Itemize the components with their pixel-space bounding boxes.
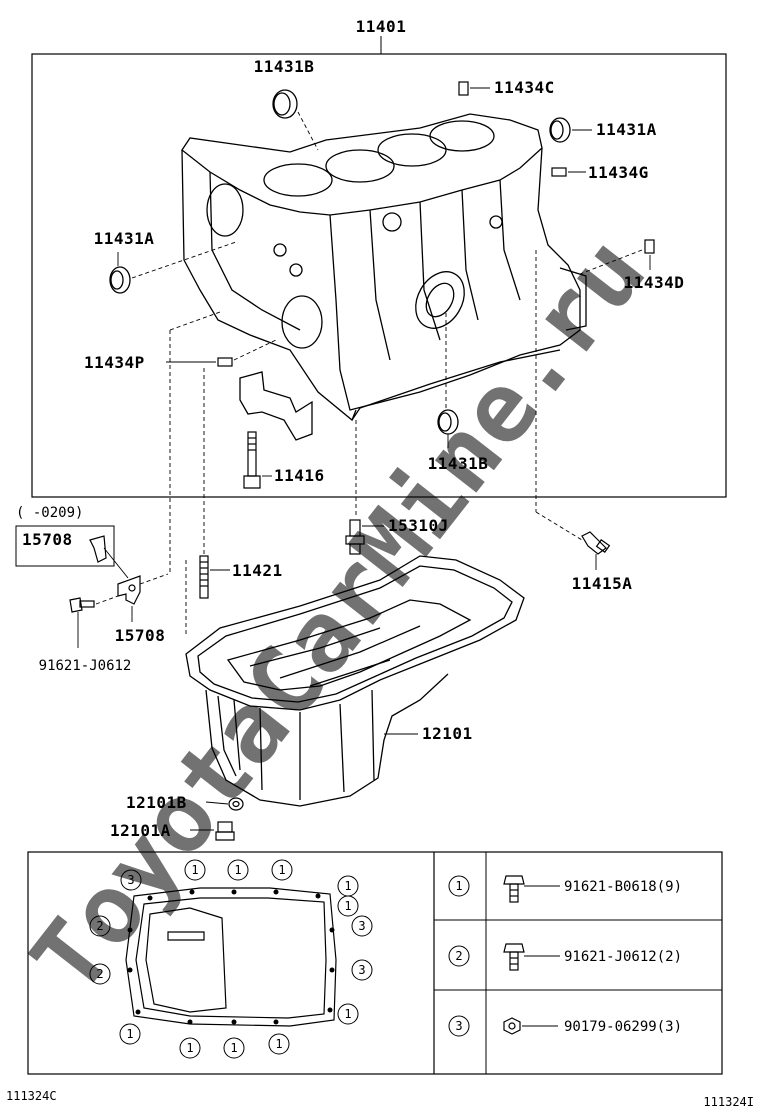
part-11415A[interactable] xyxy=(581,531,611,555)
pin-11434C[interactable] xyxy=(458,81,469,96)
code-left: 111324C xyxy=(6,1089,57,1103)
plug-11431A-left[interactable] xyxy=(109,266,131,294)
plug-12101A[interactable] xyxy=(215,821,235,841)
bracket-15708-box-drawing[interactable] xyxy=(89,535,107,563)
gasket-number-bottom-0: 1 xyxy=(179,1037,201,1059)
svg-text:2: 2 xyxy=(455,949,462,963)
svg-text:2: 2 xyxy=(96,967,103,981)
gasket-number-top-2: 1 xyxy=(227,859,249,881)
svg-text:1: 1 xyxy=(344,1007,351,1021)
bracket-15708[interactable] xyxy=(117,575,141,605)
code-right: 111324I xyxy=(703,1095,754,1109)
legend-part-2: 91621-J0612(2) xyxy=(564,949,682,965)
label-11434C[interactable]: 11434C xyxy=(494,78,555,97)
gasket-number-bottom-2: 1 xyxy=(268,1033,290,1055)
svg-text:1: 1 xyxy=(126,1027,133,1041)
label-11431A-left[interactable]: 11431A xyxy=(94,229,155,248)
svg-text:1: 1 xyxy=(191,863,198,877)
svg-text:1: 1 xyxy=(186,1041,193,1055)
svg-text:1: 1 xyxy=(275,1037,282,1051)
svg-text:1: 1 xyxy=(344,899,351,913)
bracket-box xyxy=(15,525,115,567)
legend-row-1[interactable]: 1 91621-B0618(9) xyxy=(448,875,682,903)
svg-text:1: 1 xyxy=(455,879,462,893)
pan-bolt-holes xyxy=(127,889,335,1025)
label-15310J[interactable]: 15310J xyxy=(388,516,449,535)
legend-part-1: 91621-B0618(9) xyxy=(564,879,682,895)
label-11415A[interactable]: 11415A xyxy=(572,574,633,593)
label-11431B-bottom[interactable]: 11431B xyxy=(428,454,489,473)
date-range: ( -0209) xyxy=(16,505,83,521)
svg-text:3: 3 xyxy=(455,1019,462,1033)
bolt-91621-J0612[interactable] xyxy=(69,597,95,613)
cylinder-block-drawing[interactable] xyxy=(181,113,587,441)
block-frame xyxy=(31,53,727,498)
oil-jet-15310J[interactable] xyxy=(345,519,365,555)
pin-11434G[interactable] xyxy=(551,167,567,177)
pan-flange-outline xyxy=(125,887,337,1027)
gasket-number-right-2: 3 xyxy=(351,959,373,981)
legend-part-3: 90179-06299(3) xyxy=(564,1019,682,1035)
label-91621-J0612[interactable]: 91621-J0612 xyxy=(39,658,132,674)
bolt-layout-box xyxy=(27,851,723,1075)
gasket-12101B[interactable] xyxy=(228,797,244,811)
bolt-flange-icon xyxy=(503,943,525,971)
gasket-number-left-2: 1 xyxy=(119,1023,141,1045)
pin-11434P[interactable] xyxy=(217,357,233,367)
label-15708[interactable]: 15708 xyxy=(115,626,166,645)
legend-row-3[interactable]: 3 90179-06299(3) xyxy=(448,1015,682,1037)
gasket-number-left-0: 2 xyxy=(89,915,111,937)
label-11421[interactable]: 11421 xyxy=(232,561,283,580)
label-11401[interactable]: 11401 xyxy=(356,17,407,36)
gasket-number-right-1: 3 xyxy=(351,915,373,937)
svg-text:1: 1 xyxy=(344,879,351,893)
svg-text:2: 2 xyxy=(96,919,103,933)
gasket-number-right-3: 1 xyxy=(337,1003,359,1025)
svg-text:3: 3 xyxy=(358,963,365,977)
label-11434P[interactable]: 11434P xyxy=(84,353,145,372)
legend-row-2[interactable]: 2 91621-J0612(2) xyxy=(448,943,682,971)
label-11434G[interactable]: 11434G xyxy=(588,163,649,182)
nut-icon xyxy=(503,1017,521,1035)
gasket-number-right-0: 1 xyxy=(337,895,359,917)
gasket-number-top-3: 1 xyxy=(271,859,293,881)
plug-11431A-right[interactable] xyxy=(549,117,571,143)
label-11431B-top[interactable]: 11431B xyxy=(254,57,315,76)
label-12101[interactable]: 12101 xyxy=(422,724,473,743)
stud-11421[interactable] xyxy=(199,555,209,599)
bolt-flange-icon xyxy=(503,875,525,903)
label-15708-box[interactable]: 15708 xyxy=(22,530,73,549)
plug-11431B-top[interactable] xyxy=(272,89,298,119)
gasket-number-top-0: 3 xyxy=(120,869,142,891)
label-11434D[interactable]: 11434D xyxy=(624,273,685,292)
bolt-11416[interactable] xyxy=(243,431,261,489)
gasket-number-top-1: 1 xyxy=(184,859,206,881)
pin-11434D[interactable] xyxy=(644,239,655,254)
svg-text:1: 1 xyxy=(230,1041,237,1055)
svg-text:3: 3 xyxy=(358,919,365,933)
svg-text:1: 1 xyxy=(278,863,285,877)
svg-text:1: 1 xyxy=(234,863,241,877)
gasket-number-left-1: 2 xyxy=(89,963,111,985)
label-11416[interactable]: 11416 xyxy=(274,466,325,485)
gasket-number-top-4: 1 xyxy=(337,875,359,897)
label-11431A-right[interactable]: 11431A xyxy=(596,120,657,139)
oil-pan-12101[interactable] xyxy=(185,555,525,807)
label-12101B[interactable]: 12101B xyxy=(126,793,187,812)
gasket-number-bottom-1: 1 xyxy=(223,1037,245,1059)
label-12101A[interactable]: 12101A xyxy=(110,821,171,840)
svg-text:3: 3 xyxy=(127,873,134,887)
